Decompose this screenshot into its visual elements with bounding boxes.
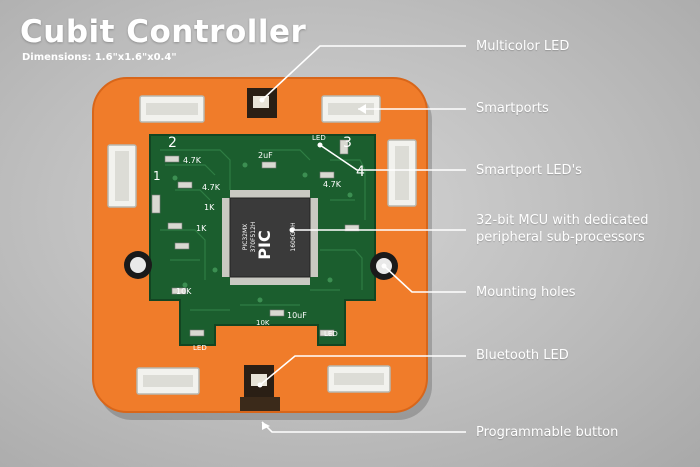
callout-arrowheads: [262, 104, 366, 430]
callout-line-mounting-holes: [383, 265, 466, 293]
smartport-bottom-right: [327, 365, 391, 393]
callout-mcu-line1: 32-bit MCU with dedicated: [476, 213, 649, 228]
bluetooth-led: [244, 365, 274, 397]
board-edge: [92, 77, 428, 413]
chip-marking: 370F512H: [250, 222, 257, 253]
callout-line-multicolor-led: [261, 45, 466, 101]
resistor-label: 4.7K: [323, 180, 342, 189]
resistor-label: 4.7K: [202, 183, 221, 192]
capacitor-label: 10uF: [287, 311, 307, 320]
multicolor-led: [247, 88, 277, 118]
programmable-button: [240, 397, 280, 411]
port-label-2: 2: [168, 135, 177, 151]
callout-multicolor-led: Multicolor LED: [476, 39, 570, 54]
resistor-label: 4.7K: [183, 156, 202, 165]
callout-line-smartport-leds: [319, 144, 466, 171]
chip-marking: 1606GOH: [290, 222, 297, 251]
chip-marking: PIC32MX: [242, 224, 249, 251]
resistor-label: 10K: [176, 287, 192, 296]
callout-mounting-holes: Mounting holes: [476, 285, 576, 300]
callout-line-programmable-button: [261, 421, 466, 433]
smartport-right: [387, 139, 417, 207]
resistor-label: 1K: [204, 203, 215, 212]
callout-bluetooth-led: Bluetooth LED: [476, 348, 569, 363]
dimensions-subtitle: Dimensions: 1.6"x1.6"x0.4": [22, 52, 177, 63]
callout-mcu-line2: peripheral sub-processors: [476, 230, 645, 245]
resistor-label: 10K: [256, 319, 270, 327]
mounting-hole-left: [124, 251, 152, 279]
pcb-traces: [160, 149, 366, 311]
callout-line-bluetooth-led: [259, 355, 466, 386]
port-label-4: 4: [356, 164, 365, 180]
diagram-title: Cubit Controller: [20, 14, 307, 50]
pcb-vias: [172, 162, 353, 303]
mcu-pins: [222, 190, 318, 285]
mcu-chip: [222, 190, 318, 285]
chip-brand-logo: PIC: [255, 230, 274, 259]
callout-lines: [259, 45, 466, 433]
smd-components: [151, 139, 360, 337]
callout-mcu: 32-bit MCU with dedicated peripheral sub…: [476, 212, 649, 246]
resistor-label: 1K: [196, 224, 207, 233]
smartport-left: [107, 144, 137, 208]
callout-dots: [257, 97, 387, 388]
smartport-bottom-left: [136, 367, 200, 395]
smartport-top-left: [139, 95, 205, 123]
led-label: LED: [193, 344, 207, 352]
capacitor-label: 2uF: [258, 151, 273, 160]
callout-programmable-button: Programmable button: [476, 425, 619, 440]
callout-smartport-leds: Smartport LED's: [476, 163, 582, 178]
led-label: LED: [324, 330, 338, 338]
led-label: LED: [312, 134, 326, 142]
port-label-3: 3: [343, 135, 352, 151]
port-label-1: 1: [153, 169, 161, 183]
callout-smartports: Smartports: [476, 101, 549, 116]
